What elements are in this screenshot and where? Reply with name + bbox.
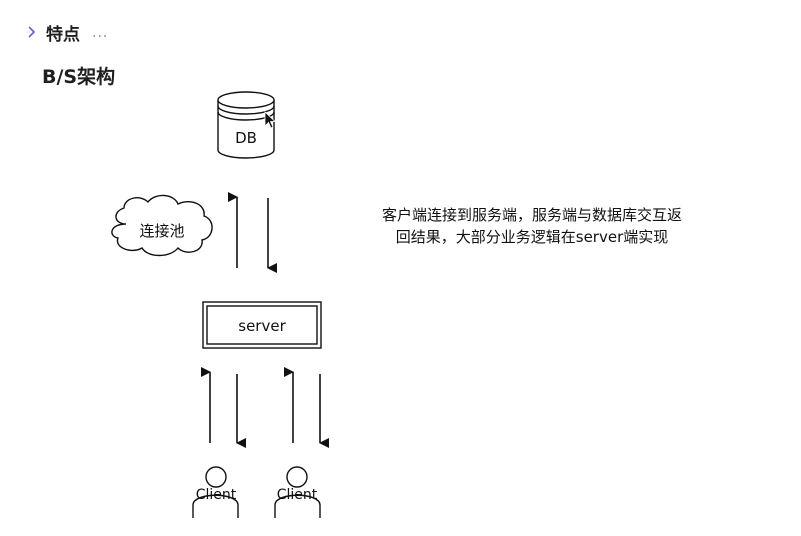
server-label: server — [238, 317, 286, 335]
mouse-cursor-icon — [264, 111, 277, 129]
connection-pool-cloud: 连接池 — [111, 194, 213, 257]
architecture-note: 客户端连接到服务端，服务端与数据库交互返 回结果，大部分业务逻辑在server端… — [338, 204, 726, 248]
architecture-note-line-1: 客户端连接到服务端，服务端与数据库交互返 — [381, 206, 682, 224]
client-1-actor: Client — [192, 466, 239, 518]
section-title: B/S架构 — [42, 66, 116, 88]
connection-pool-label: 连接池 — [139, 222, 184, 240]
feature-heading-title: 特点 — [46, 24, 80, 45]
server-box: server — [202, 301, 322, 349]
client-1-label: Client — [196, 487, 237, 503]
chevron-right-icon[interactable] — [26, 25, 38, 39]
architecture-note-line-2: 回结果，大部分业务逻辑在server端实现 — [395, 228, 669, 246]
client-2-actor: Client — [274, 466, 321, 518]
db-label: DB — [235, 129, 257, 147]
more-ellipsis-icon[interactable]: ... — [92, 25, 109, 41]
client-2-label: Client — [277, 487, 318, 503]
feature-heading-row[interactable]: 特点 ... — [26, 18, 108, 46]
database-cylinder: DB — [217, 91, 275, 159]
